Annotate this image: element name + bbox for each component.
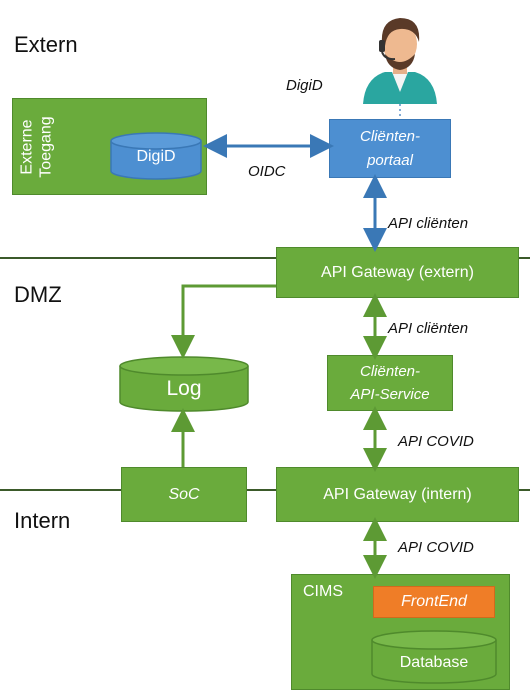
clienten-api-service-label-line2: API-Service [350, 386, 430, 403]
externe-toegang-label: Externe Toegang [19, 115, 56, 178]
clientenportaal-label-line1: Cliënten- [359, 127, 421, 145]
database-cylinder: Database [371, 630, 497, 684]
zone-label-intern: Intern [14, 508, 71, 533]
database-label: Database [399, 654, 469, 671]
api-clienten-label-1: API cliënten [388, 215, 469, 232]
clienten-api-service-label-line1: Cliënten- [359, 363, 421, 380]
separator-dmz-intern [0, 489, 530, 491]
digid-cylinder-label: DigiD [136, 148, 176, 165]
frontend-box: FrontEnd [373, 586, 495, 618]
api-covid-label-2: API COVID [398, 539, 474, 556]
log-cylinder: Log [119, 356, 249, 412]
api-covid-label-1: API COVID [398, 433, 474, 450]
soc-box: SoC [121, 467, 247, 522]
clientenportaal-label-line2: portaal [367, 151, 413, 169]
api-gateway-intern-box: API Gateway (intern) [276, 467, 519, 522]
zone-label-extern: Extern [14, 32, 78, 57]
gateway-to-log-arrow [171, 284, 276, 359]
zone-label-dmz: DMZ [14, 282, 62, 307]
clientenportaal-box: Cliënten- portaal [329, 119, 451, 178]
digid-user-label: DigiD [286, 77, 323, 94]
user-avatar-icon [355, 12, 445, 104]
api-gateway-extern-box: API Gateway (extern) [276, 247, 519, 298]
externe-toegang-label-wrap: Externe Toegang [12, 98, 62, 195]
cims-label: CIMS [303, 583, 343, 600]
digid-cylinder: DigiD [110, 132, 202, 180]
log-label: Log [166, 377, 202, 400]
api-clienten-label-2: API cliënten [388, 320, 469, 337]
clienten-api-service-box: Cliënten- API-Service [327, 355, 453, 411]
oidc-label: OIDC [248, 163, 286, 180]
separator-extern-dmz [0, 257, 530, 259]
